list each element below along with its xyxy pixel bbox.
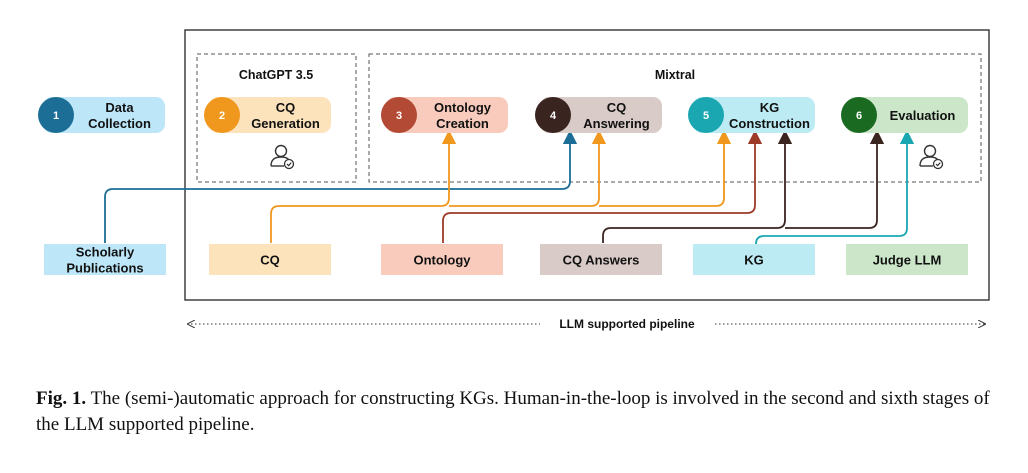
stage-label-line: Answering [583,116,650,131]
stage-pill [540,97,662,133]
stage-number: 3 [396,110,402,122]
pipeline-label: LLM supported pipeline [559,317,695,331]
human-in-the-loop-icon [919,144,944,170]
stage-number-badge [841,97,877,133]
ontology-to-kg-construction-connector [442,129,763,243]
stage-number: 6 [856,110,862,122]
artifact-label-line: CQ [260,253,280,268]
artifact-box [693,244,815,275]
artifact-label-line: Scholarly [76,245,135,260]
stage-label-line: Construction [729,116,810,131]
stage-label-line: KG [760,100,780,115]
chatgpt-group-box [196,53,357,183]
artifact-label-line: CQ Answers [563,253,640,268]
stage-label-line: Collection [88,116,151,131]
stage-label-line: CQ [276,100,296,115]
caption-label: Fig. 1. [36,388,87,409]
stage-number-badge [38,97,74,133]
artifact-label-line: Ontology [413,253,471,268]
cq-to-kg-construction-connector [599,129,732,207]
stage-number: 2 [219,110,225,122]
artifact-box [44,244,166,275]
artifact-label-line: Publications [66,261,143,276]
stage-label-line: Evaluation [890,108,956,123]
stage-number-badge [381,97,417,133]
stage-pill [693,97,815,133]
caption-text: The (semi-)automatic approach for constr… [36,388,990,435]
cq-answers-to-evaluation-connector [785,129,885,229]
artifact-label-line: Judge LLM [873,253,942,268]
kg-to-evaluation-connector [755,129,915,245]
stage-number-badge [204,97,240,133]
stage-number: 4 [550,110,557,122]
stage-pill [209,97,331,133]
cq-to-ontology-creation-connector [270,129,457,243]
stage-number-badge [535,97,571,133]
stage-number-badge [688,97,724,133]
pipeline-frame [184,29,990,301]
chatgpt-group-title: ChatGPT 3.5 [239,68,313,82]
stage-pill [43,97,165,133]
artifact-box [846,244,968,275]
stage-label-line: Data [105,100,134,115]
stage-number: 5 [703,110,709,122]
stage-pill [846,97,968,133]
artifact-box [540,244,662,275]
mixtral-group-box [368,53,982,183]
stage-number: 1 [53,110,59,122]
stage-label-line: Ontology [434,100,492,115]
artifact-box [381,244,503,275]
publications-to-cq-answering-connector [104,129,578,243]
artifact-kg: KG [693,244,815,275]
stage-label-line: CQ [607,100,627,115]
stage-pill [386,97,508,133]
artifact-box [209,244,331,275]
cq-answers-to-kg-construction-connector [602,129,793,243]
figure-caption: Fig. 1. The (semi-)automatic approach fo… [36,386,996,438]
stage-label-line: Generation [251,116,320,131]
mixtral-group-title: Mixtral [655,68,695,82]
artifact-ontology: Ontology [381,244,503,275]
artifact-judge-llm: Judge LLM [846,244,968,275]
cq-to-cq-answering-connector [449,129,607,207]
artifact-cq: CQ [209,244,331,275]
stage-evaluation: 6 Evaluation [841,97,968,133]
artifact-label-line: KG [744,253,764,268]
stage-label-line: Creation [436,116,489,131]
human-in-the-loop-icon [270,144,295,170]
artifact-cq-answers: CQ Answers [540,244,662,275]
